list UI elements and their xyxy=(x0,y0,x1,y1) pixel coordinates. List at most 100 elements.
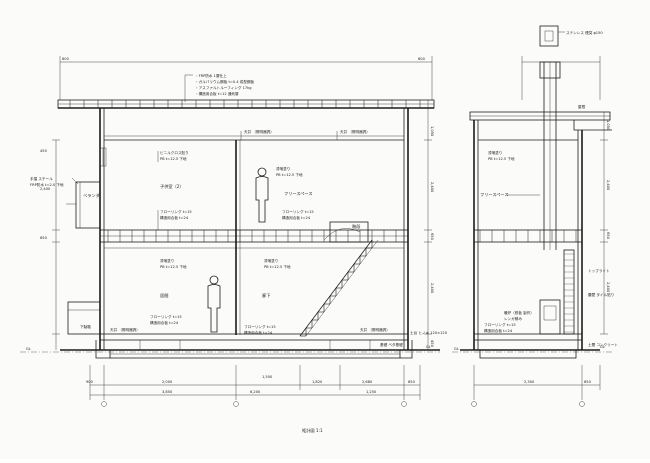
stair-label: 階段 xyxy=(352,223,361,230)
bottom-dimension-lines: 900 2,000 1,500 1,820 2,680 850 3,850 6,… xyxy=(86,365,421,407)
finish-line: 漆喰塗り xyxy=(488,150,502,155)
room-name: 居間 xyxy=(160,293,168,299)
finish-line: 漆喰塗り xyxy=(160,258,174,263)
finish-line: PB t=12.5 下地 xyxy=(488,156,515,161)
upper-floor-notes: フローリング t=15 構造用合板 t=24 フローリング t=15 構造用合板… xyxy=(157,209,314,230)
roof-note: ・FRP防水 1層仕上 xyxy=(195,73,227,78)
dim-bottom: 900 xyxy=(86,380,94,384)
balcony: ベランダ 手摺 スチール FRP防水 t=2.0 下地 xyxy=(30,176,101,229)
dim-top-left: 600 xyxy=(62,57,70,61)
side-bottom-dimensions: 2,300 850 xyxy=(471,365,601,407)
side-note: 腰壁 タイル貼り xyxy=(588,292,614,297)
dim-left: 650 xyxy=(40,236,48,240)
side-note: トップライト xyxy=(588,268,610,273)
staircase: 階段 xyxy=(299,221,379,337)
finish-line: PB t=12.5 下地 xyxy=(276,172,303,177)
dim-right: 1,050 xyxy=(430,126,434,137)
dim-bottom: 1,500 xyxy=(262,375,273,379)
side-roof: 屋根 xyxy=(469,104,612,131)
dim-bottom: 2,300 xyxy=(524,380,535,384)
floor-note: フローリング t=15 xyxy=(150,314,182,319)
roof xyxy=(57,99,435,109)
floor-note: 構造用合板 t=24 xyxy=(160,215,189,220)
floor-note: フローリング t=15 xyxy=(484,322,516,327)
dim-right: 650 xyxy=(606,232,610,240)
human-figure-icon xyxy=(207,275,221,333)
chimney-note: ステンレス 煙突 φ150 xyxy=(566,30,603,35)
finish-line: 漆喰塗り xyxy=(276,166,290,171)
lower-right-room: 廊下 漆喰塗り PB t=12.5 下地 xyxy=(262,258,291,299)
balcony-note: 手摺 スチール xyxy=(30,176,53,181)
roof-note: ・構造用合板 t=12 通気層 xyxy=(195,91,239,96)
sill-note: 土台 ヒノキ 120×120 xyxy=(410,330,448,335)
floor-note: フローリング t=15 xyxy=(244,324,276,329)
dim-left: 450 xyxy=(40,149,48,153)
dim-top-right: 600 xyxy=(418,57,426,61)
dim-bottom: 850 xyxy=(584,380,592,384)
drawing-title: 矩計図 1:1 xyxy=(302,427,323,434)
entry-storage: 下駄箱 xyxy=(67,301,101,335)
floor-note: 構造用合板 t=24 xyxy=(282,215,311,220)
finish-line: PB t=12.5 下地 xyxy=(160,264,187,269)
free-space-label: フリースペース xyxy=(480,192,509,197)
dim-bottom-total: 3,850 xyxy=(162,390,173,394)
gl-label: GL xyxy=(426,345,431,349)
dim-bottom: 850 xyxy=(408,380,416,384)
roof-label: 屋根 xyxy=(578,104,586,109)
dim-right: 2,400 xyxy=(430,283,434,294)
storage-label: 下駄箱 xyxy=(80,324,91,329)
roof-note: ・アスファルトルーフィング 17kg xyxy=(195,85,252,90)
dim-bottom: 2,000 xyxy=(162,380,173,384)
chimney: ステンレス 煙突 φ150 xyxy=(539,25,603,250)
balcony-note: FRP防水 t=2.0 下地 xyxy=(30,182,64,187)
dim-right: 650 xyxy=(430,233,434,241)
dim-bottom: 2,680 xyxy=(362,380,373,384)
ceiling-tag: 天井 （照明器具） xyxy=(360,327,390,332)
side-section: ステンレス 煙突 φ150 屋根 xyxy=(452,25,618,407)
second-floor-slab xyxy=(99,229,409,243)
roof-note: ・ガルバリウム鋼板 t=0.4 成型鋼板 xyxy=(195,79,255,84)
floor-note: 構造用合板 t=24 xyxy=(244,330,273,335)
dim-right: 1,050 xyxy=(606,120,610,131)
right-dimension-column: 1,050 2,400 650 2,400 450 xyxy=(424,100,434,350)
fireplace xyxy=(539,249,575,335)
gl-label: GL xyxy=(26,347,31,351)
finish-line: ビニルクロス貼り xyxy=(160,150,189,155)
side-note: 土間 コンクリート xyxy=(588,342,618,347)
ground-floor-slab xyxy=(60,333,440,359)
fireplace-note: レンガ積み xyxy=(504,316,522,321)
room-name: 廊下 xyxy=(262,292,270,299)
dim-left: 2,400 xyxy=(40,187,51,191)
floor-note: 構造用合板 t=24 xyxy=(150,320,179,325)
floor-note: 構造用合板 t=24 xyxy=(484,328,513,333)
balcony-label: ベランダ xyxy=(83,192,100,199)
upper-right-room: 漆喰塗り PB t=12.5 下地 フリースペース xyxy=(276,166,313,196)
dim-bottom-total: 1,250 xyxy=(366,390,377,394)
dim-bottom-total: 6,200 xyxy=(250,390,261,394)
lower-left-room: 居間 漆喰塗り PB t=12.5 下地 xyxy=(160,258,187,299)
dim-right: 2,400 xyxy=(430,182,434,193)
dim-bottom: 1,820 xyxy=(312,380,323,384)
floor-note: フローリング t=15 xyxy=(282,209,314,214)
finish-line: PB t=12.5 下地 xyxy=(160,156,187,161)
ceiling-tag: 天井 （照明器具） xyxy=(110,327,140,332)
gl-label: GL xyxy=(600,345,605,349)
main-section: 600 600 ・FRP防水 1層仕上 ・ガルバリウム鋼板 t=0.4 成型鋼板… xyxy=(20,56,448,407)
side-right-dimensions: 1,050 2,400 650 2,400 xyxy=(600,112,610,335)
human-figure-icon xyxy=(255,167,269,223)
dim-right: 2,400 xyxy=(606,180,610,191)
upper-left-room: 子供室（2） ビニルクロス貼り PB t=12.5 下地 xyxy=(157,150,189,190)
fireplace-note: 暖炉（鉄板 製作） xyxy=(504,310,534,315)
ceiling-tag: 天井 （照明器具） xyxy=(244,129,274,134)
footing-note: 基礎 ベタ基礎 xyxy=(380,342,403,347)
room-name: 子供室（2） xyxy=(160,183,184,190)
roof-notes: ・FRP防水 1層仕上 ・ガルバリウム鋼板 t=0.4 成型鋼板 ・アスファルト… xyxy=(184,73,255,102)
finish-line: PB t=12.5 下地 xyxy=(264,264,291,269)
ceiling-tag: 天井 （照明器具） xyxy=(340,129,370,134)
floor-note: フローリング t=15 xyxy=(160,209,192,214)
finish-line: 漆喰塗り xyxy=(264,258,278,263)
dim-right: 2,400 xyxy=(606,282,610,293)
gl-label: GL xyxy=(454,347,459,351)
